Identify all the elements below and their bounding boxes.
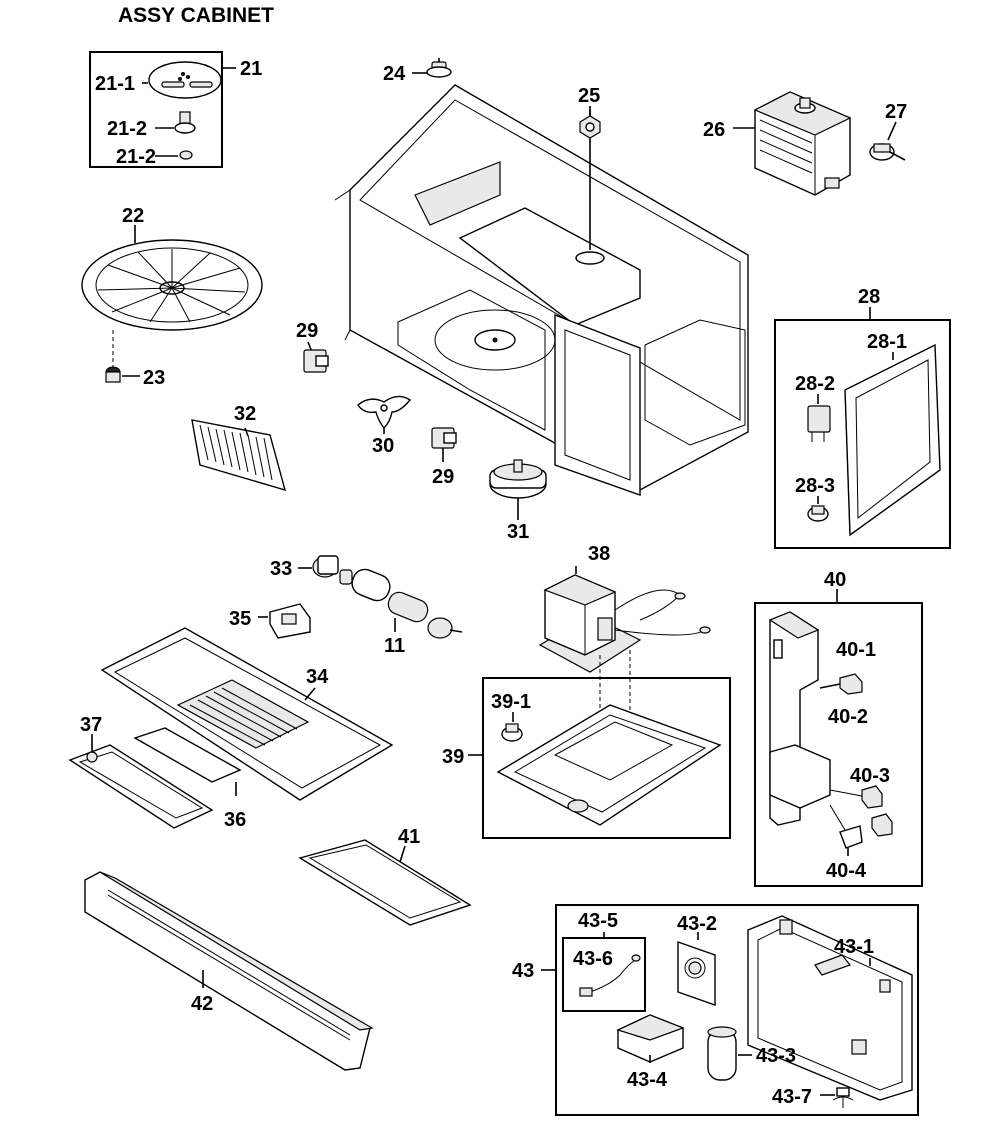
label-21: 21 xyxy=(240,58,262,80)
part-30-coupler-spider xyxy=(357,395,412,434)
label-34: 34 xyxy=(306,666,329,688)
part-33-fan-motor xyxy=(298,555,353,585)
label-43-1: 43-1 xyxy=(834,936,874,958)
label-35: 35 xyxy=(229,608,251,630)
part-24-thermostat xyxy=(412,58,452,78)
label-39: 39 xyxy=(442,746,464,768)
diagram-title: ASSY CABINET xyxy=(118,4,274,27)
label-28-3: 28-3 xyxy=(795,475,835,497)
part-37-filter-frame xyxy=(68,734,214,829)
label-41: 41 xyxy=(398,826,420,848)
part-34-base-plate xyxy=(100,627,394,801)
part-26-magnetron xyxy=(733,91,852,196)
part-28-door-sensor-group xyxy=(774,307,951,549)
label-43-2: 43-2 xyxy=(677,913,717,935)
label-40-4: 40-4 xyxy=(826,860,867,882)
label-22: 22 xyxy=(122,205,144,227)
label-43-5: 43-5 xyxy=(578,910,618,932)
part-38-transformer xyxy=(538,566,711,810)
label-40-2: 40-2 xyxy=(828,706,868,728)
label-39-1: 39-1 xyxy=(491,691,531,713)
part-31-turntable-motor xyxy=(489,459,547,520)
label-43: 43 xyxy=(512,960,534,982)
label-33: 33 xyxy=(270,558,292,580)
part-labels: 21 21-1 21-2 21-2 22 23 24 25 26 27 28 2… xyxy=(80,58,907,1108)
label-40: 40 xyxy=(824,569,846,591)
label-40-1: 40-1 xyxy=(836,639,876,661)
part-27-thermostat xyxy=(869,121,906,161)
label-24: 24 xyxy=(383,63,406,85)
part-22-roller-ring xyxy=(81,225,263,368)
part-23-coupler xyxy=(105,366,140,383)
label-27: 27 xyxy=(885,101,907,123)
label-38: 38 xyxy=(588,543,610,565)
label-23: 23 xyxy=(143,367,165,389)
part-42-vent-panel xyxy=(84,871,374,1071)
part-39-base-group xyxy=(468,677,731,839)
label-36: 36 xyxy=(224,809,246,831)
label-29-b: 29 xyxy=(432,466,454,488)
label-29-a: 29 xyxy=(296,320,318,342)
label-11: 11 xyxy=(384,635,405,657)
part-41-charcoal-filter xyxy=(298,839,472,926)
label-21-2-a: 21-2 xyxy=(107,118,147,140)
label-30: 30 xyxy=(372,435,394,457)
part-29-latch-b xyxy=(431,427,457,462)
part-40-latch-assembly-group xyxy=(754,589,923,887)
label-21-1: 21-1 xyxy=(95,73,135,95)
part-11-motor-assembly xyxy=(351,568,463,639)
cabinet-body xyxy=(334,84,749,496)
label-43-6: 43-6 xyxy=(573,948,613,970)
part-32-vent-grille xyxy=(191,419,287,492)
label-21-2-b: 21-2 xyxy=(116,146,156,168)
label-28-2: 28-2 xyxy=(795,373,835,395)
part-35-bracket xyxy=(258,603,311,639)
label-43-7: 43-7 xyxy=(772,1086,812,1108)
label-32: 32 xyxy=(234,403,256,425)
label-31: 31 xyxy=(507,521,529,543)
part-43-control-group xyxy=(541,904,919,1116)
label-28-1: 28-1 xyxy=(867,331,907,353)
label-28: 28 xyxy=(858,286,880,308)
label-25: 25 xyxy=(578,85,600,107)
label-26: 26 xyxy=(703,119,725,141)
part-29-latch-a xyxy=(303,341,329,373)
part-21-turntable-group xyxy=(89,51,236,168)
label-40-3: 40-3 xyxy=(850,765,890,787)
label-42: 42 xyxy=(191,993,213,1015)
part-25-nut xyxy=(579,106,601,139)
label-37: 37 xyxy=(80,714,102,736)
label-43-4: 43-4 xyxy=(627,1069,668,1091)
part-36-filter xyxy=(133,727,242,796)
label-43-3: 43-3 xyxy=(756,1045,796,1067)
